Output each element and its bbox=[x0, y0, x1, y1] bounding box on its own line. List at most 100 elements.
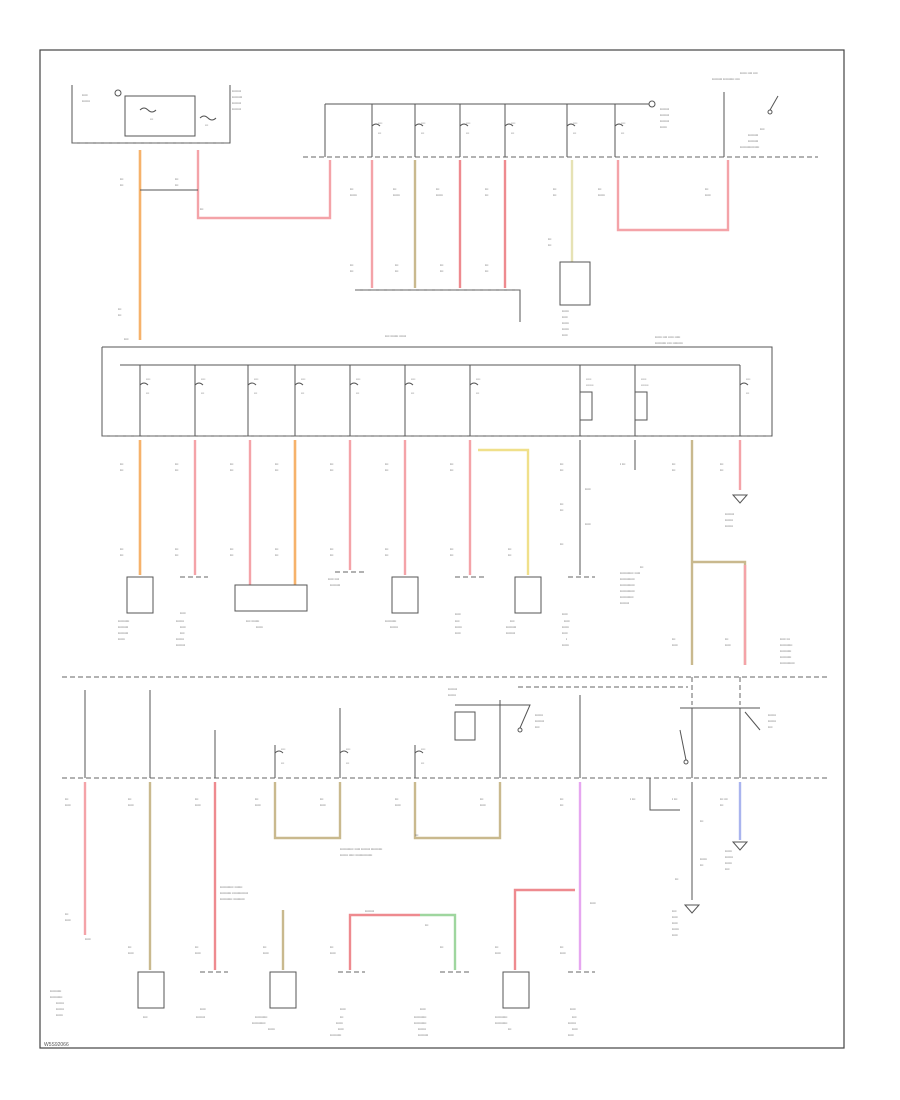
svg-text:▪▪▪: ▪▪▪ bbox=[118, 307, 121, 311]
svg-text:▪▪▪: ▪▪▪ bbox=[508, 547, 511, 551]
svg-text:▪▪▪▪▪▪▪▪▪▪▪: ▪▪▪▪▪▪▪▪▪▪▪ bbox=[414, 1015, 426, 1019]
svg-text:▪▪▪▪▪▪▪: ▪▪▪▪▪▪▪ bbox=[448, 693, 456, 697]
svg-text:▪▪▪▪: ▪▪▪▪ bbox=[672, 909, 677, 913]
svg-text:▪▪▪▪▪▪▪▪▪▪: ▪▪▪▪▪▪▪▪▪▪ bbox=[50, 989, 61, 993]
svg-text:▪▪▪: ▪▪▪ bbox=[573, 131, 576, 135]
svg-text:▪▪▪▪: ▪▪▪▪ bbox=[124, 337, 129, 341]
svg-text:▪▪▪▪▪: ▪▪▪▪▪ bbox=[200, 1007, 206, 1011]
svg-text:▪▪▪: ▪▪▪ bbox=[395, 263, 398, 267]
svg-text:▪▪▪: ▪▪▪ bbox=[466, 131, 469, 135]
svg-text:▪▪▪▪▪▪▪▪▪▪: ▪▪▪▪▪▪▪▪▪▪ bbox=[118, 619, 129, 623]
svg-text:▪▪▪: ▪▪▪ bbox=[275, 462, 278, 466]
bottom-wires bbox=[83, 677, 749, 970]
svg-text:▪▪▪: ▪▪▪ bbox=[480, 797, 483, 801]
svg-text:▪▪▪: ▪▪▪ bbox=[205, 123, 208, 127]
svg-text:▪▪▪▪: ▪▪▪▪ bbox=[378, 121, 382, 125]
svg-text:▪▪▪: ▪▪▪ bbox=[120, 547, 123, 551]
svg-text:▪▪▪▪▪: ▪▪▪▪▪ bbox=[562, 612, 568, 616]
svg-text:▪▪▪: ▪▪▪ bbox=[201, 391, 204, 395]
svg-text:▪▪▪: ▪▪▪ bbox=[621, 131, 624, 135]
svg-text:▪▪▪: ▪▪▪ bbox=[254, 391, 257, 395]
svg-text:▪▪▪: ▪▪▪ bbox=[128, 945, 131, 949]
svg-text:▪▪▪: ▪▪▪ bbox=[175, 547, 178, 551]
svg-text:▪▪▪: ▪▪▪ bbox=[720, 462, 723, 466]
svg-text:▪▪▪▪▪▪▪: ▪▪▪▪▪▪▪ bbox=[56, 1001, 64, 1005]
svg-text:▪▪▪▪▪▪: ▪▪▪▪▪▪ bbox=[393, 193, 400, 197]
svg-text:▪▪▪▪▪▪▪▪▪▪▪ ▪▪▪▪▪▪▪▪▪▪: ▪▪▪▪▪▪▪▪▪▪▪ ▪▪▪▪▪▪▪▪▪▪ bbox=[220, 897, 245, 901]
svg-text:▪▪▪▪: ▪▪▪▪ bbox=[476, 377, 480, 381]
svg-text:▪▪▪: ▪▪▪ bbox=[301, 391, 304, 395]
svg-text:▪▪▪▪ ▪▪▪▪▪▪▪: ▪▪▪▪ ▪▪▪▪▪▪▪ bbox=[246, 619, 259, 623]
svg-text:▪▪▪: ▪▪▪ bbox=[350, 263, 353, 267]
svg-text:▪▪▪: ▪▪▪ bbox=[385, 462, 388, 466]
svg-text:▪▪▪: ▪▪▪ bbox=[175, 183, 178, 187]
svg-text:▪▪▪▪▪▪▪▪▪▪: ▪▪▪▪▪▪▪▪▪▪ bbox=[330, 1033, 341, 1037]
svg-text:▪▪▪: ▪▪▪ bbox=[598, 187, 601, 191]
svg-text:▪▪▪▪▪: ▪▪▪▪▪ bbox=[255, 803, 261, 807]
svg-text:▪▪▪▪: ▪▪▪▪ bbox=[466, 121, 470, 125]
svg-text:▪▪▪: ▪▪▪ bbox=[672, 637, 675, 641]
svg-text:▪▪▪▪▪▪▪▪: ▪▪▪▪▪▪▪▪ bbox=[660, 107, 669, 111]
svg-text:▪▪▪▪▪▪▪▪▪▪▪▪▪: ▪▪▪▪▪▪▪▪▪▪▪▪▪ bbox=[620, 589, 635, 593]
svg-text:▪▪▪▪▪: ▪▪▪▪▪ bbox=[568, 1033, 574, 1037]
bottom-components: ▪▪▪▪▪▪▪▪▪▪▪▪▪▪▪▪▪▪▪▪▪▪▪▪▪▪▪▪▪▪▪▪▪▪▪▪▪▪▪▪… bbox=[50, 971, 595, 1037]
svg-text:▪▪▪: ▪▪▪ bbox=[275, 553, 278, 557]
middle-labels: ▪▪▪▪▪▪ ▪▪▪▪▪▪ ▪▪▪▪▪▪ ▪▪▪▪▪▪ ▪▪▪▪▪▪ ▪▪▪▪▪… bbox=[120, 462, 734, 647]
svg-text:▪▪▪▪▪: ▪▪▪▪▪ bbox=[672, 643, 678, 647]
svg-text:▪▪▪: ▪▪▪ bbox=[450, 547, 453, 551]
svg-text:▪▪▪▪▪▪▪▪▪▪▪: ▪▪▪▪▪▪▪▪▪▪▪ bbox=[255, 1015, 267, 1019]
svg-text:▪▪▪▪▪: ▪▪▪▪▪ bbox=[65, 918, 71, 922]
svg-text:▪▪▪▪▪▪▪▪: ▪▪▪▪▪▪▪▪ bbox=[660, 119, 669, 123]
svg-text:▪▪▪▪▪: ▪▪▪▪▪ bbox=[128, 803, 134, 807]
svg-text:▪▪▪▪: ▪▪▪▪ bbox=[421, 121, 425, 125]
svg-text:▪▪▪: ▪▪▪ bbox=[672, 462, 675, 466]
svg-text:▪▪▪: ▪▪▪ bbox=[346, 761, 349, 765]
svg-text:▪▪▪: ▪▪▪ bbox=[195, 945, 198, 949]
svg-text:▪▪▪▪: ▪▪▪▪ bbox=[411, 377, 415, 381]
top-fuses: ▪▪▪▪▪▪▪ ▪▪▪▪▪▪▪ ▪▪▪▪▪▪▪ ▪▪▪▪▪▪▪ ▪▪▪▪▪▪▪ … bbox=[371, 104, 625, 157]
svg-text:▪▪▪▪▪▪: ▪▪▪▪▪▪ bbox=[350, 193, 357, 197]
svg-text:▪▪▪: ▪▪▪ bbox=[120, 553, 123, 557]
svg-text:▪▪▪▪▪: ▪▪▪▪▪ bbox=[180, 625, 186, 629]
svg-text:▪▪▪▪▪: ▪▪▪▪▪ bbox=[340, 1007, 346, 1011]
svg-text:▪▪▪▪▪: ▪▪▪▪▪ bbox=[82, 93, 88, 97]
svg-text:▪▪▪▪▪▪: ▪▪▪▪▪▪ bbox=[56, 1013, 63, 1017]
svg-text:▪▪▪▪▪▪▪: ▪▪▪▪▪▪▪ bbox=[82, 99, 90, 103]
svg-text:▪▪▪▪▪▪▪▪▪▪▪: ▪▪▪▪▪▪▪▪▪▪▪ bbox=[414, 1021, 426, 1025]
body-control-fuse-box: ▪▪▪▪▪▪ ▪▪▪▪ ▪▪▪▪▪ ▪▪▪▪▪ ▪▪▪▪▪▪▪▪▪▪ ▪▪▪▪ … bbox=[101, 335, 773, 437]
svg-text:▪▪▪▪▪: ▪▪▪▪▪ bbox=[564, 619, 570, 623]
svg-text:▪▪▪▪▪: ▪▪▪▪▪ bbox=[195, 951, 201, 955]
svg-text:▪▪▪▪▪▪▪: ▪▪▪▪▪▪▪ bbox=[725, 524, 733, 528]
svg-text:▪▪▪▪▪▪▪▪▪▪▪▪: ▪▪▪▪▪▪▪▪▪▪▪▪ bbox=[252, 1021, 266, 1025]
svg-text:▪▪▪▪▪: ▪▪▪▪▪ bbox=[420, 1007, 426, 1011]
svg-text:▪▪▪▪▪▪▪▪: ▪▪▪▪▪▪▪▪ bbox=[232, 107, 241, 111]
svg-text:▪▪▪▪▪▪▪▪▪▪▪: ▪▪▪▪▪▪▪▪▪▪▪ bbox=[495, 1015, 507, 1019]
svg-text:▪▪▪: ▪▪▪ bbox=[640, 565, 643, 569]
svg-text:▪▪▪▪: ▪▪▪▪ bbox=[746, 377, 750, 381]
svg-text:▪▪▪▪▪: ▪▪▪▪▪ bbox=[195, 803, 201, 807]
svg-text:▪▪▪▪▪▪▪: ▪▪▪▪▪▪▪ bbox=[725, 855, 733, 859]
svg-text:▪▪▪▪: ▪▪▪▪ bbox=[346, 747, 350, 751]
svg-text:▪▪▪▪▪▪▪: ▪▪▪▪▪▪▪ bbox=[390, 625, 398, 629]
svg-text:▪▪▪▪▪▪ ▪▪▪▪ ▪▪▪▪: ▪▪▪▪▪▪ ▪▪▪▪ ▪▪▪▪ bbox=[740, 71, 758, 75]
svg-text:▪▪▪▪: ▪▪▪▪ bbox=[511, 121, 515, 125]
svg-text:▪▪▪: ▪▪▪ bbox=[672, 468, 675, 472]
svg-text:▪▪▪▪▪: ▪▪▪▪▪ bbox=[560, 951, 566, 955]
svg-text:▪▪▪▪▪: ▪▪▪▪▪ bbox=[672, 933, 678, 937]
svg-text:▪▪▪▪▪▪▪▪▪: ▪▪▪▪▪▪▪▪▪ bbox=[232, 95, 242, 99]
svg-text:▪▪▪▪: ▪▪▪▪ bbox=[143, 1015, 148, 1019]
svg-text:▪▪▪▪▪: ▪▪▪▪▪ bbox=[586, 377, 591, 381]
svg-text:▪▪▪▪▪: ▪▪▪▪▪ bbox=[672, 921, 678, 925]
svg-text:▪▪▪: ▪▪▪ bbox=[230, 547, 233, 551]
svg-text:▪▪▪ ▪▪▪: ▪▪▪ ▪▪▪ bbox=[720, 797, 728, 801]
svg-text:▪▪▪▪▪▪▪▪▪: ▪▪▪▪▪▪▪▪▪ bbox=[748, 139, 758, 143]
svg-text:▪▪▪: ▪▪▪ bbox=[330, 462, 333, 466]
svg-text:▪▪▪▪▪: ▪▪▪▪▪ bbox=[705, 193, 711, 197]
svg-text:▪▪▪▪▪▪▪▪▪▪▪: ▪▪▪▪▪▪▪▪▪▪▪ bbox=[780, 643, 792, 647]
svg-text:▪▪▪▪: ▪▪▪▪ bbox=[573, 121, 577, 125]
svg-text:▪▪▪▪▪▪▪: ▪▪▪▪▪▪▪ bbox=[176, 619, 184, 623]
svg-text:▪▪▪: ▪▪▪ bbox=[411, 391, 414, 395]
svg-text:▪▪▪▪▪▪▪▪▪▪▪▪▪▪▪▪▪: ▪▪▪▪▪▪▪▪▪▪▪▪▪▪▪▪▪ bbox=[740, 145, 759, 149]
svg-text:▪▪▪▪▪▪▪▪▪▪▪▪ ▪▪▪▪▪: ▪▪▪▪▪▪▪▪▪▪▪▪ ▪▪▪▪▪ bbox=[620, 571, 640, 575]
